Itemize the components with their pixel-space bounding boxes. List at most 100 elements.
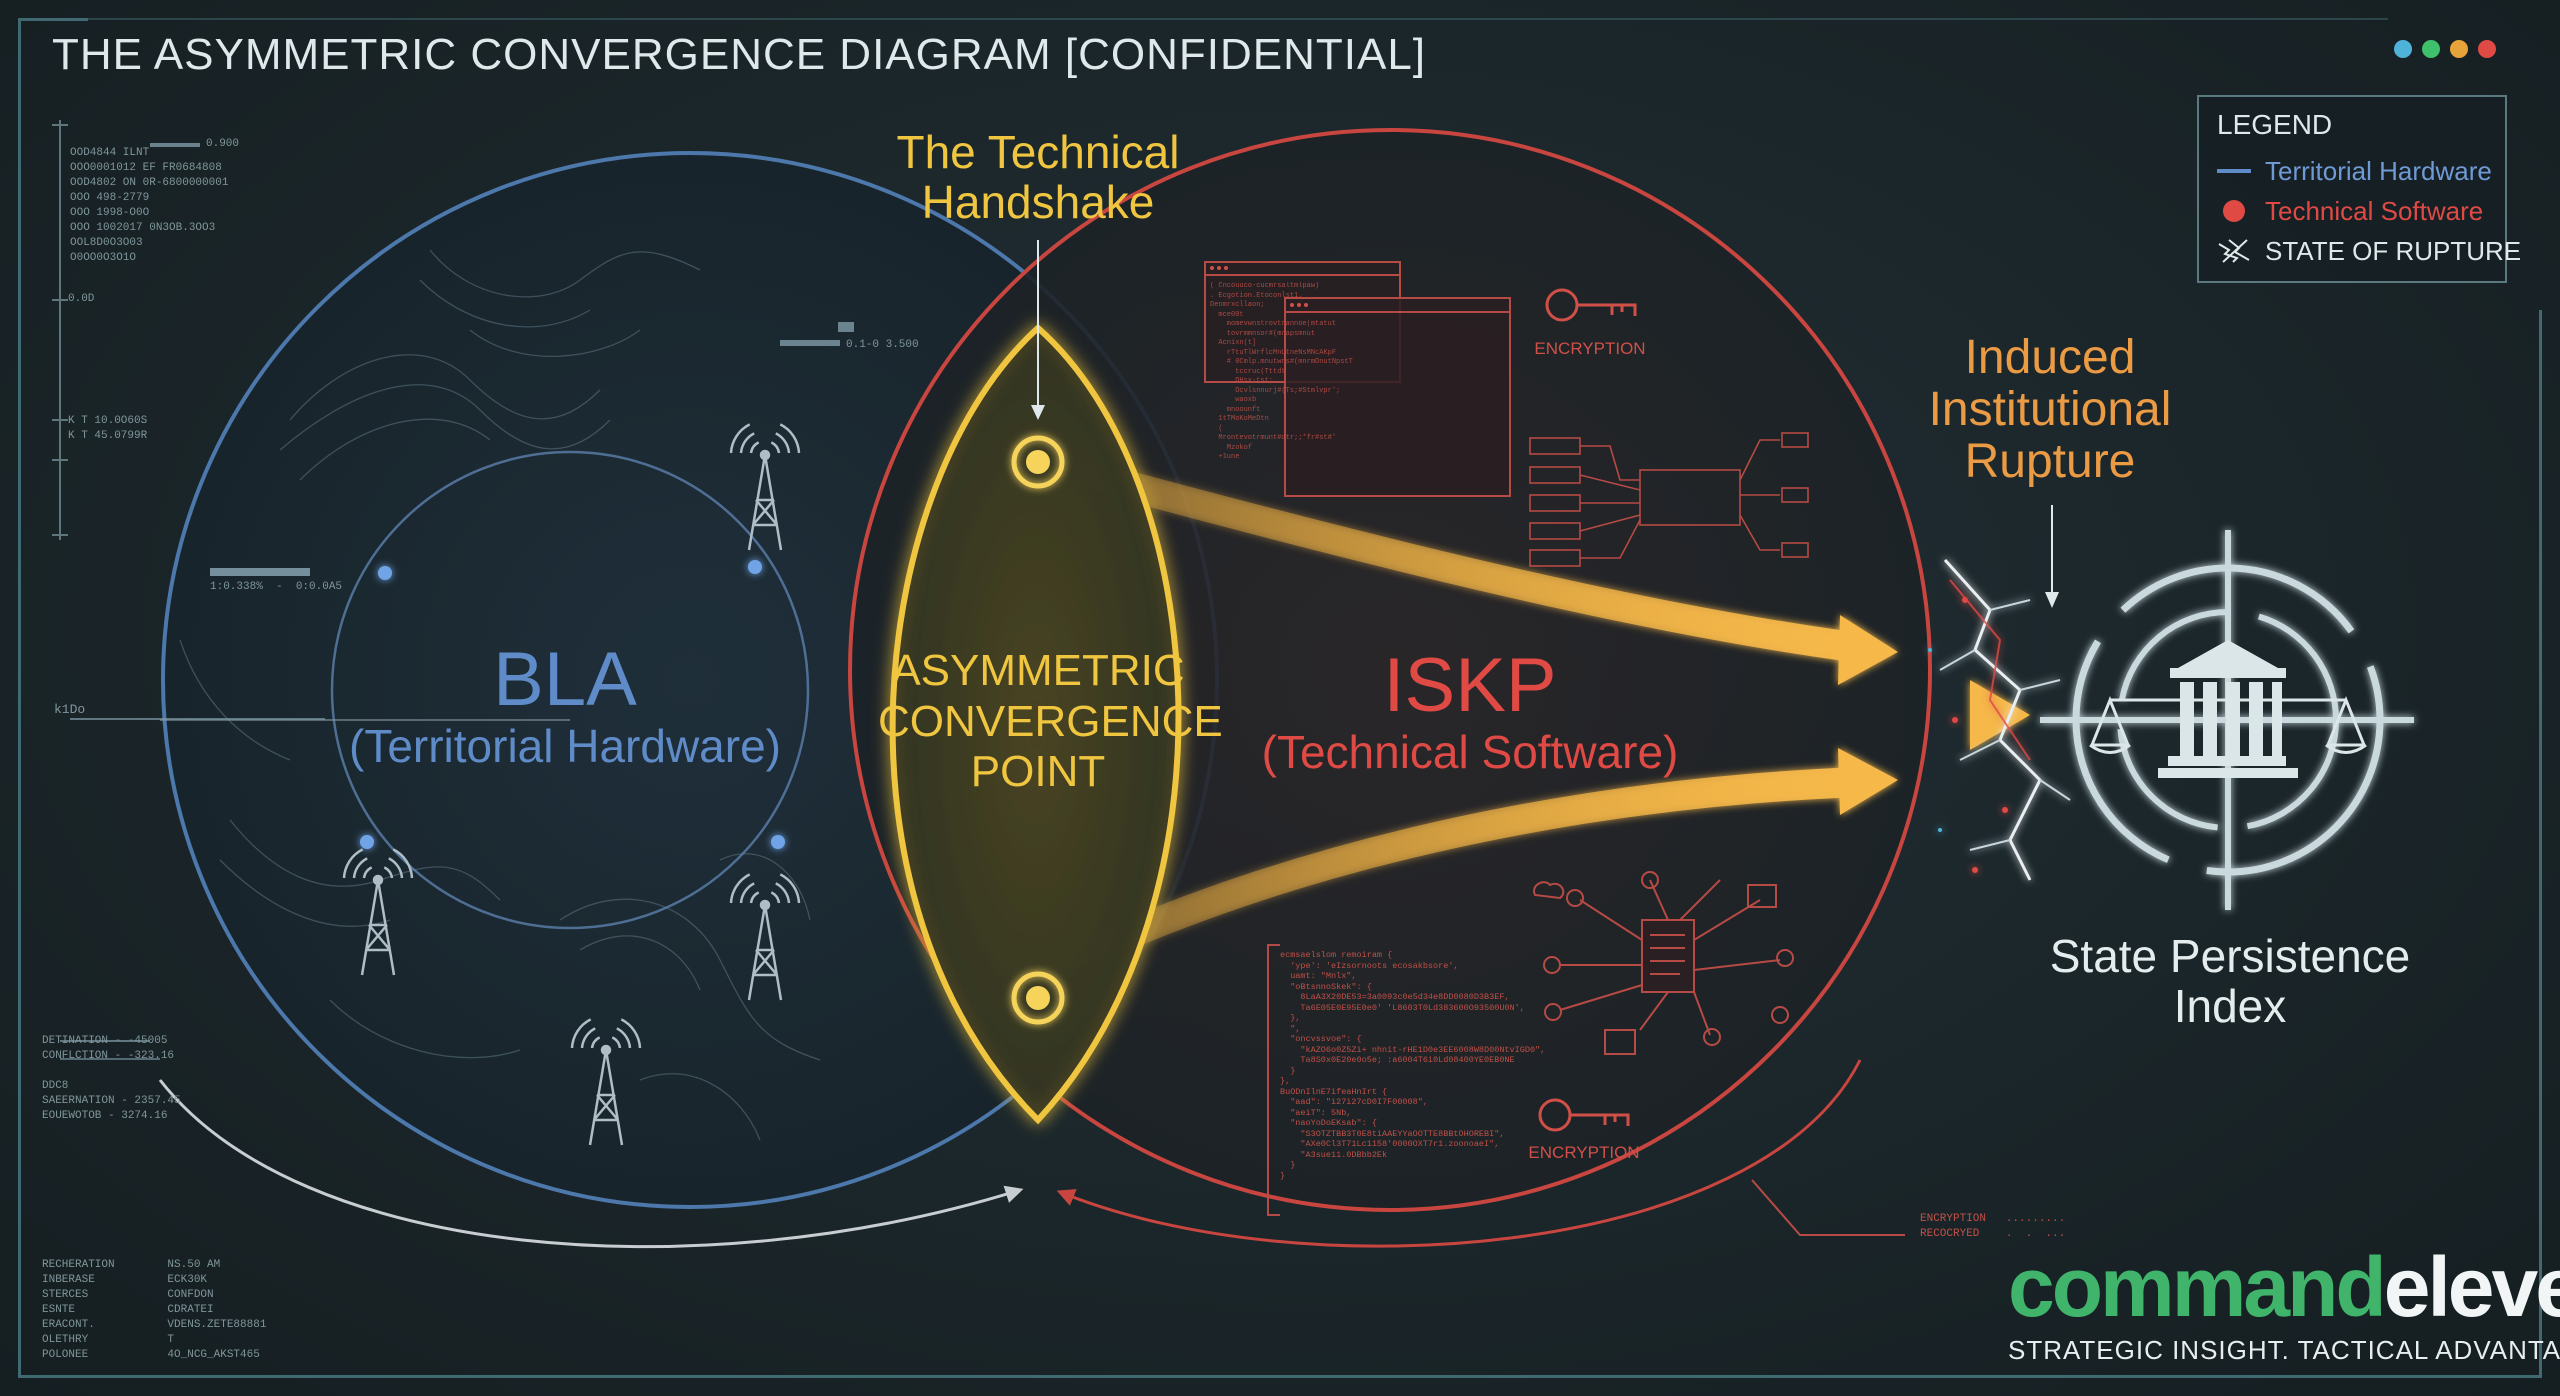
rupture-label: Induced Institutional Rupture bbox=[1900, 332, 2200, 487]
hud-top-left: OOD4844 ILNT OOO0001012 EF FR0684808 OOD… bbox=[70, 147, 229, 264]
frame-right bbox=[2539, 310, 2542, 1378]
lens-node bbox=[1026, 986, 1050, 1010]
hud-scale-top: 0.900 bbox=[206, 138, 240, 150]
return-arc-right bbox=[1056, 1059, 1862, 1248]
frame-top-left bbox=[18, 18, 88, 21]
return-arc-left bbox=[158, 1079, 1024, 1249]
bla-title: BLA bbox=[493, 637, 637, 722]
arrow-top bbox=[1055, 455, 1875, 663]
window-dot[interactable] bbox=[2422, 40, 2440, 58]
convergence-label: ASYMMETRIC CONVERGENCE POINT bbox=[878, 646, 1223, 798]
legend-title: LEGEND bbox=[2217, 109, 2333, 140]
data-bar bbox=[60, 1040, 150, 1042]
link-line bbox=[1751, 1179, 1905, 1236]
convergence-lens bbox=[889, 323, 1182, 1125]
key-icon bbox=[1538, 1098, 1630, 1132]
data-bar bbox=[838, 322, 854, 332]
handshake-pointer-head bbox=[1031, 405, 1045, 420]
data-bar bbox=[780, 340, 840, 346]
hud-bottom-right: ENCRYPTION ......... RECOCRYED . . ... bbox=[1920, 1213, 2066, 1240]
arrow-bottom-head bbox=[1838, 748, 1898, 815]
handshake-line: The Technical bbox=[896, 126, 1180, 178]
legend-label: STATE OF RUPTURE bbox=[2265, 235, 2522, 266]
page-title: THE ASYMMETRIC CONVERGENCE DIAGRAM [CONF… bbox=[52, 30, 1427, 79]
rupture-cracks bbox=[1928, 558, 2071, 881]
window-dot[interactable] bbox=[2450, 40, 2468, 58]
encryption-label: ENCRYPTION bbox=[1528, 1143, 1640, 1162]
handshake-line: Handshake bbox=[921, 175, 1155, 228]
courthouse-icon bbox=[2158, 640, 2298, 778]
legend-label: Technical Software bbox=[2265, 195, 2484, 226]
state-persistence-line: State Persistence bbox=[2049, 930, 2411, 982]
encryption-label: ENCRYPTION bbox=[1534, 339, 1646, 358]
window-controls bbox=[2394, 40, 2496, 58]
dot-icon bbox=[2223, 200, 2245, 222]
legend: LEGEND Territorial Hardware Technical So… bbox=[2197, 95, 2521, 283]
hud-bottom-left: RECHERATION NS.50 AM INBERASE ECK30K STE… bbox=[42, 1259, 267, 1361]
hud-scale-mid: 0.1-0 3.500 bbox=[846, 339, 919, 351]
convergence-line: CONVERGENCE bbox=[878, 696, 1223, 746]
lens-nodes bbox=[1011, 435, 1065, 1025]
crack-icon bbox=[2218, 239, 2250, 263]
hud-scale-left: 1:0.338% - 0:0.0A5 bbox=[210, 581, 343, 593]
signal-tower-icon bbox=[729, 423, 801, 551]
rupture-line: Institutional bbox=[1928, 382, 2172, 436]
hud-left-bottom: DETINATION - -45005 CONFLCTION - -323.16… bbox=[42, 1035, 181, 1122]
data-bar bbox=[60, 1058, 160, 1060]
iskp-label: ISKP (Technical Software) bbox=[1230, 648, 1710, 778]
brand-word-2: eleven bbox=[2383, 1240, 2560, 1334]
bla-label: BLA (Territorial Hardware) bbox=[330, 642, 800, 772]
key-icon bbox=[1545, 288, 1637, 322]
convergence-line: POINT bbox=[970, 747, 1106, 797]
legend-item-territorial-hardware: Territorial Hardware bbox=[2217, 153, 2492, 189]
circuit-flow bbox=[1529, 432, 1809, 567]
state-persistence-line: Index bbox=[2173, 979, 2287, 1032]
handshake-label: The Technical Handshake bbox=[830, 126, 1246, 228]
network-node bbox=[378, 566, 392, 580]
arrow-top-head bbox=[1838, 615, 1898, 685]
rupture-line: Induced bbox=[1964, 331, 2136, 384]
hud-scale bbox=[52, 120, 68, 540]
iskp-subtitle: (Technical Software) bbox=[1261, 726, 1679, 778]
topo-contours bbox=[179, 249, 821, 1141]
network-hub bbox=[1533, 871, 1794, 1055]
code-window-dots bbox=[1210, 266, 1308, 307]
signal-tower-icon bbox=[570, 1018, 642, 1146]
legend-item-state-of-rupture: STATE OF RUPTURE bbox=[2217, 233, 2521, 269]
arrow-bottom bbox=[1055, 767, 1875, 975]
network-node bbox=[748, 560, 762, 574]
state-persistence-label: State Persistence Index bbox=[2020, 930, 2440, 1032]
lens-node bbox=[1026, 450, 1050, 474]
bla-subtitle: (Territorial Hardware) bbox=[349, 720, 781, 772]
rupture-line: Rupture bbox=[1964, 434, 2136, 488]
signal-tower-icon bbox=[342, 848, 414, 976]
legend-label: Territorial Hardware bbox=[2265, 155, 2492, 186]
signal-tower-icon bbox=[729, 873, 801, 1001]
line-icon bbox=[2217, 169, 2251, 173]
hud-left-mid: K T 10.0O60S K T 45.0799R bbox=[68, 415, 148, 442]
code-window-1 bbox=[1204, 261, 1511, 497]
brand-wordmark: commandeleven bbox=[2008, 1245, 2560, 1329]
lens-node bbox=[1011, 435, 1065, 489]
brand-tagline: STRATEGIC INSIGHT. TACTICAL ADVANTAGE. bbox=[2008, 1335, 2560, 1365]
legend-item-technical-software: Technical Software bbox=[2217, 193, 2483, 229]
signal-towers bbox=[342, 423, 801, 1146]
iskp-title: ISKP bbox=[1383, 643, 1557, 728]
brand-word-1: command bbox=[2008, 1240, 2387, 1334]
frame-left bbox=[18, 18, 21, 1378]
bla-network-nodes bbox=[360, 560, 785, 849]
convergence-line: ASYMMETRIC bbox=[891, 646, 1185, 695]
hud-axis-label: k1Do bbox=[54, 702, 86, 717]
code-bracket bbox=[1267, 944, 1280, 1216]
data-bar bbox=[210, 568, 310, 576]
data-bar bbox=[150, 143, 200, 147]
window-dot[interactable] bbox=[2394, 40, 2412, 58]
window-dot[interactable] bbox=[2478, 40, 2496, 58]
frame-bottom bbox=[18, 1375, 2542, 1378]
brand-logo: commandeleven STRATEGIC INSIGHT. TACTICA… bbox=[2008, 1245, 2560, 1366]
rupture-pointer-head bbox=[2045, 592, 2059, 608]
code-block-1: ( Cncouuco-cucmrsaltmlpaw) . Ecgotion.Et… bbox=[1210, 282, 1353, 461]
network-node bbox=[360, 835, 374, 849]
